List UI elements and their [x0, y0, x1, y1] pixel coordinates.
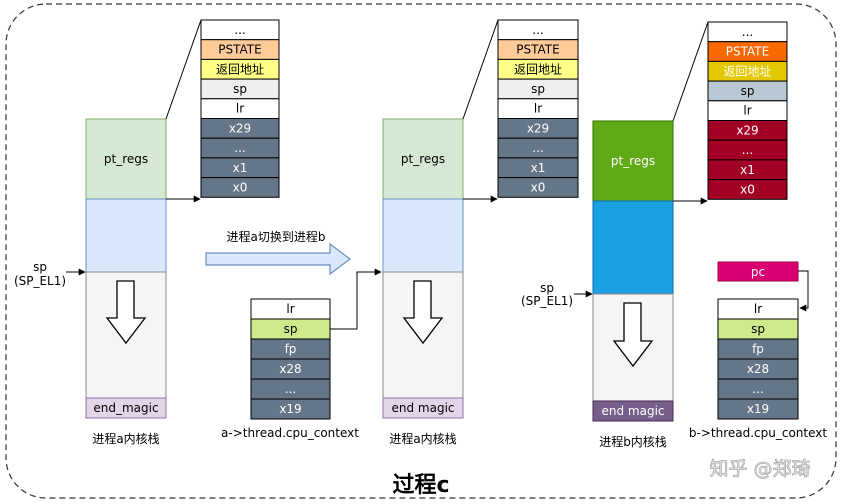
end-magic-block: [85, 397, 167, 419]
register-label: lr: [236, 102, 244, 116]
sp-el1-label: (SP_EL1): [14, 274, 66, 288]
register-label: x28: [747, 362, 769, 376]
register-cell: [497, 177, 579, 198]
stack-grow-down-arrow-icon: [105, 280, 147, 345]
process-frame: [5, 3, 837, 499]
register-label: x0: [531, 180, 546, 194]
register-label: sp: [284, 322, 298, 336]
register-label: ...: [532, 23, 543, 37]
register-label: x19: [279, 402, 301, 416]
pt-regs-block: [382, 118, 464, 200]
pt-regs-label: pt_regs: [104, 152, 148, 166]
register-label: 返回地址: [216, 62, 264, 76]
end-magic-block: [592, 400, 674, 422]
process-b-kernel-stack: pt_regs end magic 进程b内核栈 sp (SP_EL1): [521, 120, 674, 449]
sp-el1-label: (SP_EL1): [521, 294, 573, 308]
register-label: ...: [234, 23, 245, 37]
register-label: ...: [532, 141, 543, 155]
register-label: lr: [534, 102, 542, 116]
register-label: ...: [752, 382, 763, 396]
end-magic-label: end magic: [391, 401, 454, 415]
register-label: x29: [736, 123, 758, 137]
register-label: x19: [747, 402, 769, 416]
register-cell: [707, 179, 788, 200]
register-label: ...: [742, 25, 753, 39]
pt-regs-detail-a2: ... PSTATE 返回地址 sp lr x29... x1 x0: [497, 19, 579, 198]
stack-grow-down-arrow-icon: [612, 302, 654, 368]
cpu-context-b-caption: b->thread.cpu_context: [689, 426, 827, 440]
pc-to-lr-arrow: [798, 270, 809, 312]
register-label: ...: [285, 382, 296, 396]
register-label: fp: [752, 342, 764, 356]
switch-label: 进程a切换到进程b: [227, 229, 326, 244]
register-label: PSTATE: [726, 45, 769, 59]
pt-regs-label: pt_regs: [401, 152, 445, 166]
sp-label: sp: [540, 281, 554, 295]
watermark: 知乎 @郑琦: [709, 458, 810, 480]
register-cell: [200, 177, 280, 198]
cpu-context-b: lr sp fp x28... x19: [717, 298, 799, 420]
register-label: x29: [527, 121, 549, 135]
process-a-kernel-stack-left: pt_regs end_magic 进程a内核栈 sp (SP_EL1): [14, 118, 167, 446]
register-label: x1: [531, 161, 546, 175]
stack-caption: 进程a内核栈: [92, 431, 159, 446]
process-title: 过程c: [392, 473, 449, 498]
used-stack-block: [592, 200, 674, 295]
used-stack-block: [382, 198, 464, 273]
register-label: ...: [234, 141, 245, 155]
cpu-context-a-caption: a->thread.cpu_context: [221, 426, 359, 440]
register-label: x1: [233, 161, 248, 175]
register-label: sp: [233, 82, 247, 96]
process-a-kernel-stack-middle: pt_regs end magic 进程a内核栈: [382, 118, 464, 446]
register-label: lr: [286, 302, 294, 316]
register-label: PSTATE: [516, 43, 559, 57]
register-label: sp: [741, 84, 755, 98]
register-label: x0: [740, 182, 755, 196]
stack-grow-down-arrow-icon: [402, 280, 444, 345]
end-magic-block: [382, 397, 464, 419]
register-label: lr: [743, 104, 751, 118]
pt-regs-block: [85, 118, 167, 200]
switch-arrow-icon: [205, 242, 351, 276]
stack-caption: 进程b内核栈: [599, 434, 667, 449]
zoom-line-top: [165, 19, 202, 120]
register-cell: [717, 398, 799, 420]
cpu-context-a: lr sp fp x28... x19: [250, 298, 331, 420]
register-cell: [250, 398, 331, 420]
zoom-line-top: [672, 21, 709, 122]
pt-regs-detail-b: ... PSTATE 返回地址 sp lr x29... x1 x0: [707, 21, 788, 200]
pc-register-label: pc: [751, 265, 765, 279]
sp-label: sp: [33, 260, 47, 274]
end-magic-label: end magic: [601, 404, 664, 418]
register-label: sp: [751, 322, 765, 336]
register-label: 返回地址: [723, 64, 771, 78]
register-label: x1: [740, 163, 755, 177]
used-stack-block: [85, 198, 167, 273]
ctx-a-sp-arrow: [330, 268, 382, 330]
zoom-line-top: [462, 19, 499, 120]
stack-caption: 进程a内核栈: [389, 431, 456, 446]
end-magic-label: end_magic: [93, 401, 158, 415]
register-label: ...: [742, 143, 753, 157]
register-label: x29: [229, 121, 251, 135]
register-label: PSTATE: [218, 43, 261, 57]
register-label: x28: [279, 362, 301, 376]
register-label: 返回地址: [514, 62, 562, 76]
pt-regs-label: pt_regs: [611, 154, 655, 168]
pt-regs-detail-a1: ... PSTATE 返回地址 sp lr x29... x1 x0: [200, 19, 280, 198]
register-label: fp: [285, 342, 297, 356]
pt-regs-block: [592, 120, 674, 202]
register-label: lr: [754, 302, 762, 316]
register-label: sp: [531, 82, 545, 96]
register-label: x0: [233, 180, 248, 194]
